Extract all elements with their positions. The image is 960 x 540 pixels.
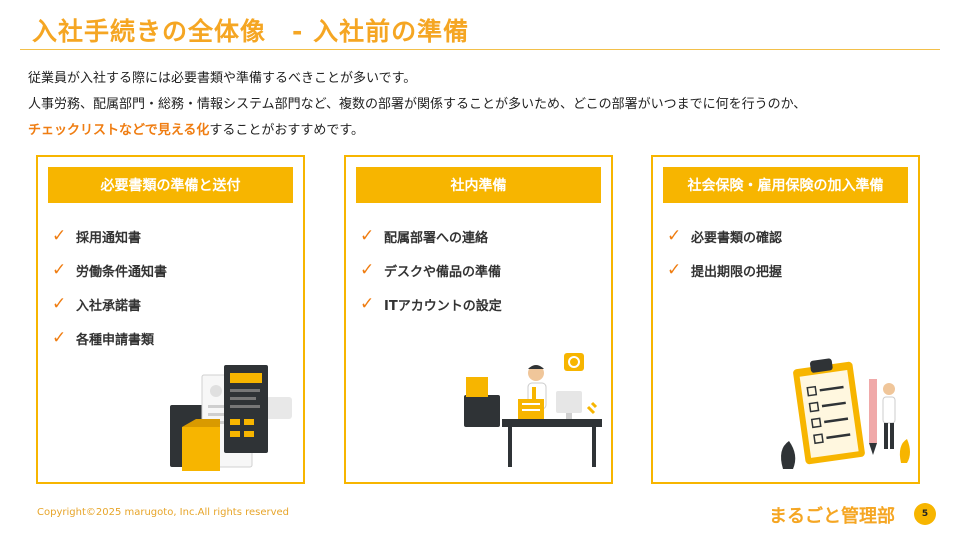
checklist-item-label: 提出期限の把握 xyxy=(691,264,783,280)
checklist: ✓ 必要書類の確認 ✓ 提出期限の把握 xyxy=(667,219,908,287)
check-icon: ✓ xyxy=(360,294,375,314)
title-divider xyxy=(20,49,940,50)
copyright-text: Copyright©2025 marugoto, Inc.All rights … xyxy=(37,507,290,518)
check-icon: ✓ xyxy=(360,226,375,246)
checklist-item-label: デスクや備品の準備 xyxy=(384,264,502,280)
intro-highlight: チェックリストなどで見える化 xyxy=(28,123,210,138)
check-icon: ✓ xyxy=(667,260,682,280)
checklist: ✓ 採用通知書 ✓ 労働条件通知書 ✓ 入社承諾書 ✓ 各種申請書類 xyxy=(52,219,293,355)
checklist-item-label: ITアカウントの設定 xyxy=(384,298,502,314)
checklist: ✓ 配属部署への連絡 ✓ デスクや備品の準備 ✓ ITアカウントの設定 xyxy=(360,219,601,321)
checklist-item: ✓ 入社承諾書 xyxy=(52,287,293,321)
intro-line-3: チェックリストなどで見える化することがおすすめです。 xyxy=(28,118,938,144)
card-documents: 必要書類の準備と送付 ✓ 採用通知書 ✓ 労働条件通知書 ✓ 入社承諾書 ✓ 各種申請書… xyxy=(36,155,305,484)
checklist-item-label: 採用通知書 xyxy=(76,230,142,246)
intro-text: 従業員が入社する際には必要書類や準備するべきことが多いです。 人事労務、配属部門… xyxy=(28,66,938,144)
intro-line-3-rest: することがおすすめです。 xyxy=(209,123,365,138)
card-title: 社会保険・雇用保険の加入準備 xyxy=(663,167,908,203)
card-internal-prep: 社内準備 ✓ 配属部署への連絡 ✓ デスクや備品の準備 ✓ ITアカウントの設定 xyxy=(344,155,613,484)
checklist-item: ✓ ITアカウントの設定 xyxy=(360,287,601,321)
card-title: 社内準備 xyxy=(356,167,601,203)
checklist-item: ✓ 各種申請書類 xyxy=(52,321,293,355)
check-icon: ✓ xyxy=(360,260,375,280)
check-icon: ✓ xyxy=(52,260,67,280)
clipboard-illustration-icon xyxy=(781,358,910,469)
checklist-item: ✓ デスクや備品の準備 xyxy=(360,253,601,287)
checklist-item-label: 入社承諾書 xyxy=(76,298,142,314)
checklist-item: ✓ 配属部署への連絡 xyxy=(360,219,601,253)
checklist-item: ✓ 採用通知書 xyxy=(52,219,293,253)
check-icon: ✓ xyxy=(667,226,682,246)
check-icon: ✓ xyxy=(52,328,67,348)
intro-line-1: 従業員が入社する際には必要書類や準備するべきことが多いです。 xyxy=(28,71,417,86)
office-desk-illustration-icon xyxy=(464,353,602,467)
documents-illustration-icon xyxy=(170,365,292,471)
checklist-item-label: 配属部署への連絡 xyxy=(384,230,489,246)
page-number-badge: 5 xyxy=(914,503,936,525)
card-social-insurance: 社会保険・雇用保険の加入準備 ✓ 必要書類の確認 ✓ 提出期限の把握 xyxy=(651,155,920,484)
checklist-item: ✓ 提出期限の把握 xyxy=(667,253,908,287)
check-icon: ✓ xyxy=(52,294,67,314)
checklist-item-label: 労働条件通知書 xyxy=(76,264,168,280)
card-title: 必要書類の準備と送付 xyxy=(48,167,293,203)
checklist-item-label: 各種申請書類 xyxy=(76,332,155,348)
checklist-item: ✓ 労働条件通知書 xyxy=(52,253,293,287)
brand-logo: まるごと管理部 xyxy=(769,506,895,527)
check-icon: ✓ xyxy=(52,226,67,246)
checklist-item: ✓ 必要書類の確認 xyxy=(667,219,908,253)
intro-line-2: 人事労務、配属部門・総務・情報システム部門など、複数の部署が関係することが多いた… xyxy=(28,97,807,112)
page-title: 入社手続きの全体像 - 入社前の準備 xyxy=(32,17,470,46)
checklist-item-label: 必要書類の確認 xyxy=(691,230,783,246)
